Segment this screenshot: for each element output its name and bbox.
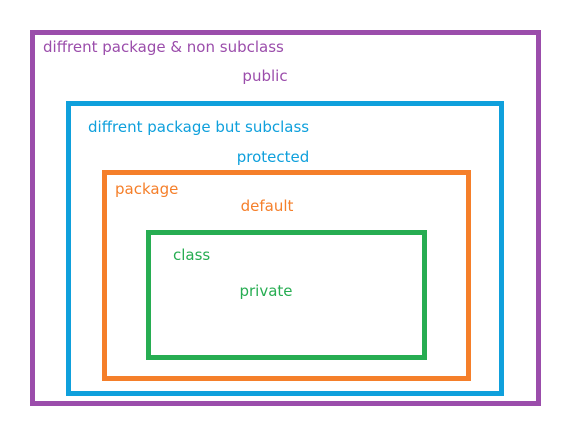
private-modifier-label: private (239, 282, 293, 300)
private-scope-box (146, 230, 427, 360)
default-scope-box (102, 170, 471, 381)
public-scope-label: diffrent package & non subclass (43, 38, 284, 56)
public-modifier-label: public (242, 67, 288, 85)
default-scope-label: package (115, 180, 179, 198)
protected-scope-label: diffrent package but subclass (88, 118, 310, 136)
protected-modifier-label: protected (236, 148, 310, 166)
default-modifier-label: default (240, 197, 294, 215)
protected-scope-box (66, 101, 504, 396)
public-scope-box (30, 30, 541, 406)
private-scope-label: class (173, 246, 211, 264)
